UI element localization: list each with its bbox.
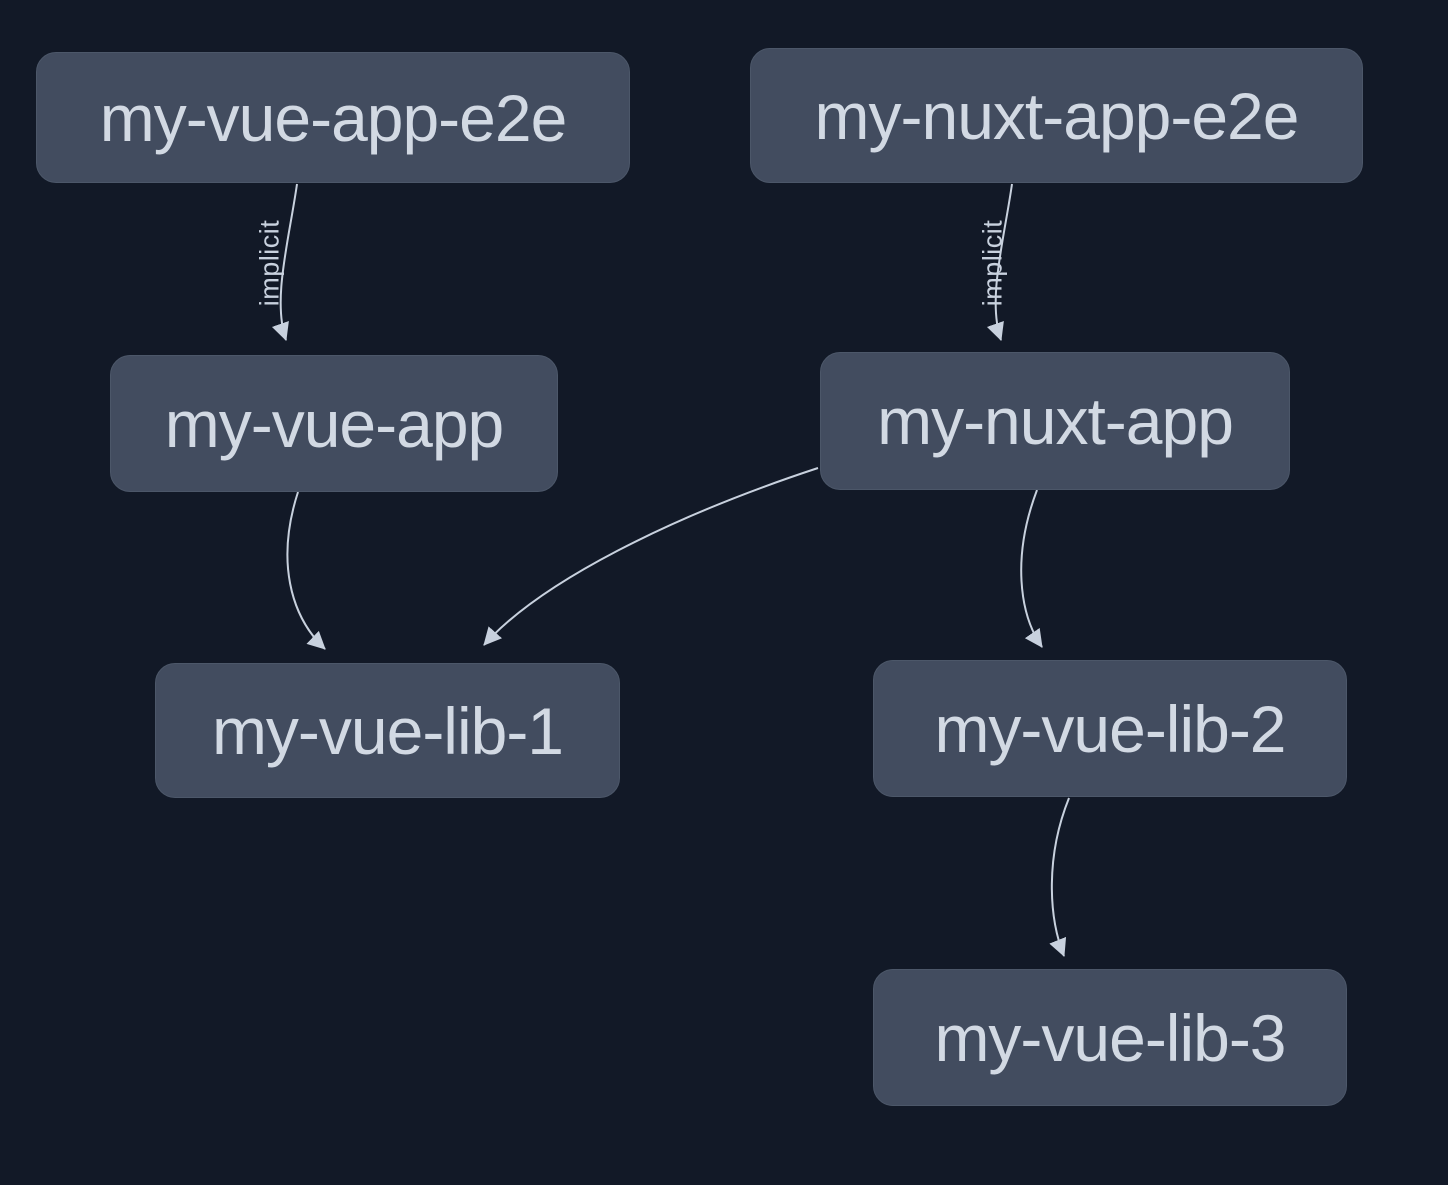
graph-node-my-nuxt-app-e2e[interactable]: my-nuxt-app-e2e [750, 48, 1363, 183]
edge-my-nuxt-app-to-my-vue-lib-2 [1020, 489, 1043, 648]
graph-node-my-vue-lib-2[interactable]: my-vue-lib-2 [873, 660, 1347, 797]
graph-node-my-vue-app-e2e[interactable]: my-vue-app-e2e [36, 52, 630, 183]
graph-node-my-vue-lib-3[interactable]: my-vue-lib-3 [873, 969, 1347, 1106]
edge-my-vue-lib-2-to-my-vue-lib-3 [1049, 797, 1070, 957]
edge-my-nuxt-app-to-my-vue-lib-1 [483, 467, 819, 646]
edge-my-vue-app-to-my-vue-lib-1 [286, 491, 326, 650]
graph-node-my-nuxt-app[interactable]: my-nuxt-app [820, 352, 1290, 490]
graph-node-my-vue-app[interactable]: my-vue-app [110, 355, 558, 492]
edge-my-nuxt-app-e2e-to-my-nuxt-app [986, 183, 1013, 341]
edge-my-vue-app-e2e-to-my-vue-app [271, 183, 298, 341]
graph-node-my-vue-lib-1[interactable]: my-vue-lib-1 [155, 663, 620, 798]
